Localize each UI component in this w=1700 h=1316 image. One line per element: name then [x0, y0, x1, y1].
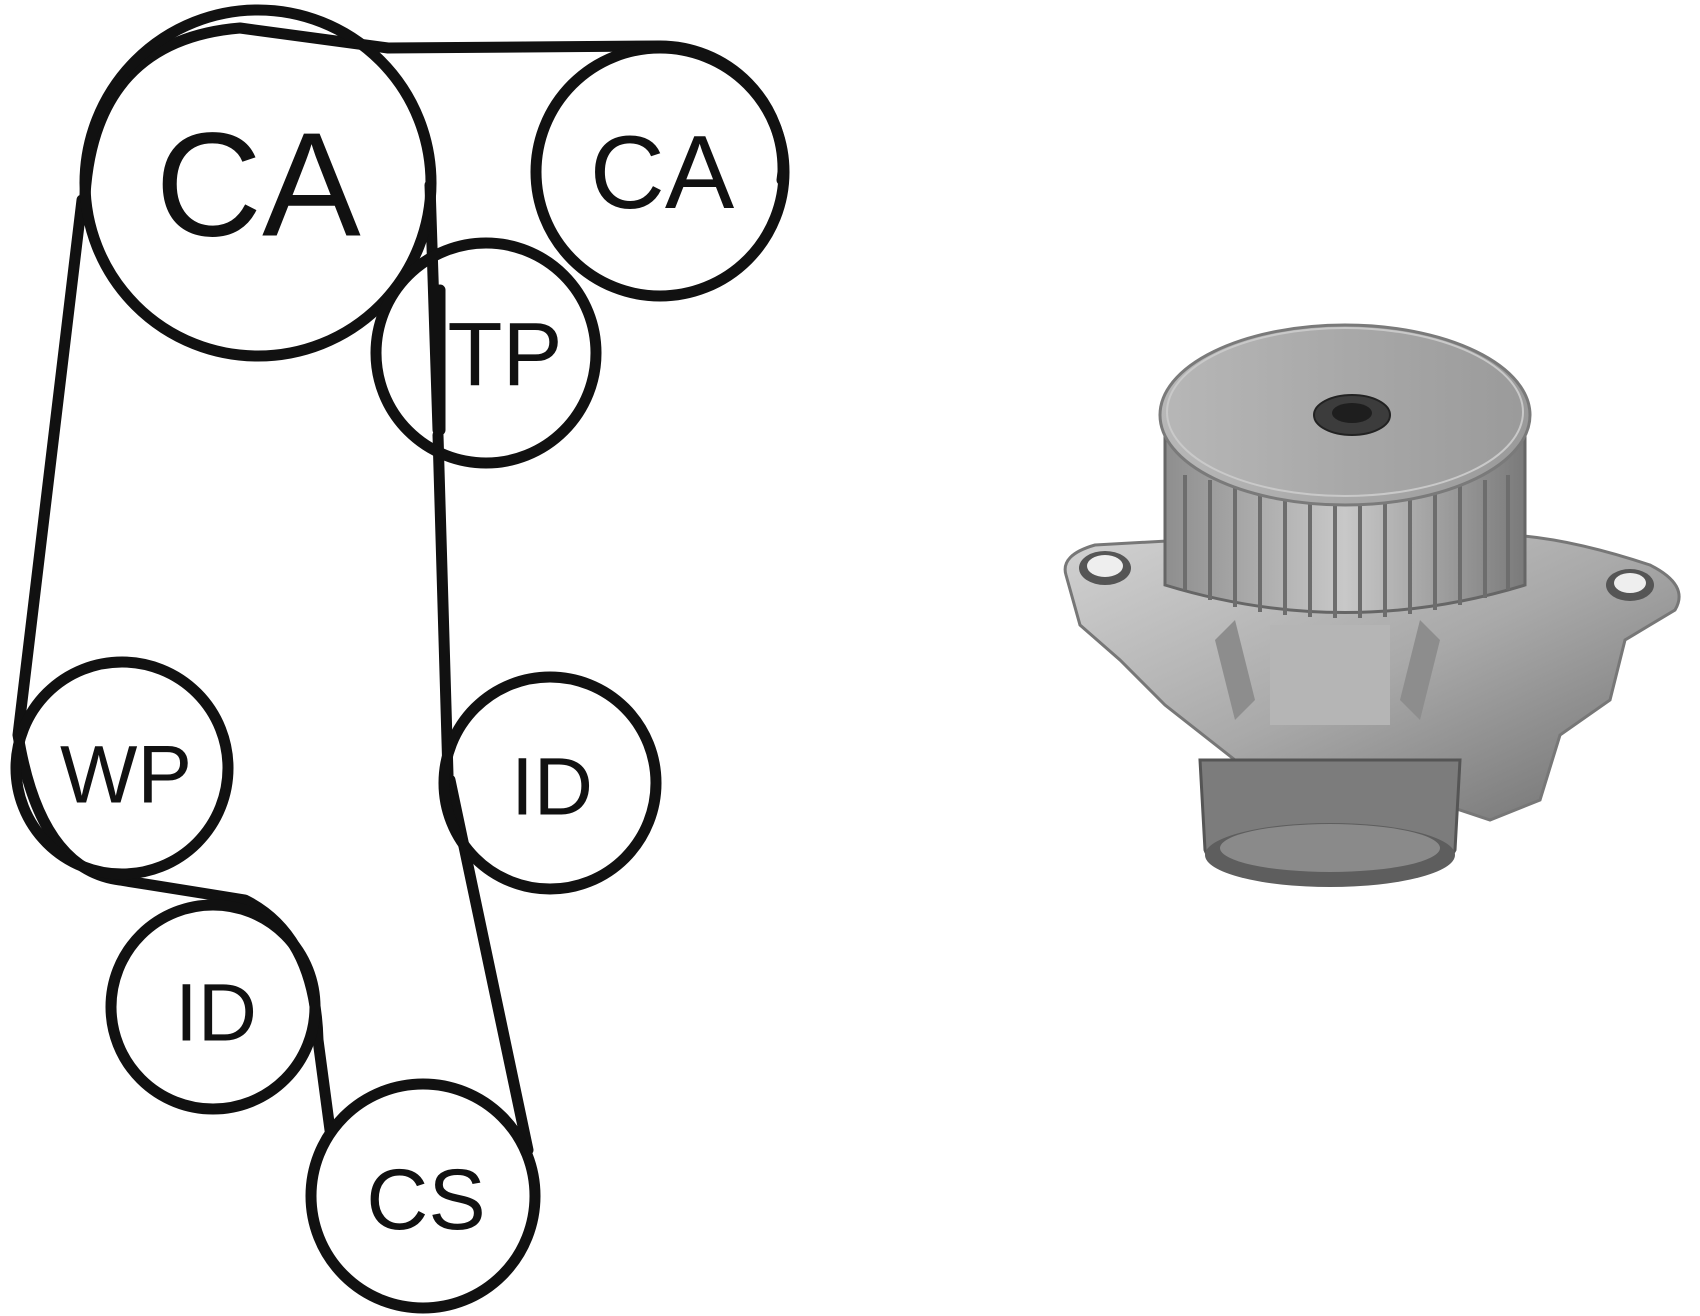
pulley-tensioner: TP [370, 237, 602, 469]
pulley-label: CA [155, 103, 361, 268]
pulley-crankshaft: CS [305, 1078, 541, 1314]
pulley-idler-lower: ID [105, 899, 321, 1115]
pulley-label: ID [511, 742, 593, 833]
pulley-label: CA [590, 115, 735, 231]
water-pump-icon [1063, 323, 1681, 887]
pulley-label: WP [60, 730, 192, 821]
pulley-label: CS [366, 1152, 485, 1248]
pulley-water-pump: WP [10, 656, 234, 880]
pulley-label: TP [447, 305, 562, 405]
pulley-cam-large: CA [79, 4, 437, 362]
pulley-cam-small: CA [530, 42, 790, 302]
pulley-label: ID [175, 968, 257, 1059]
pulley-idler-right: ID [438, 671, 662, 895]
